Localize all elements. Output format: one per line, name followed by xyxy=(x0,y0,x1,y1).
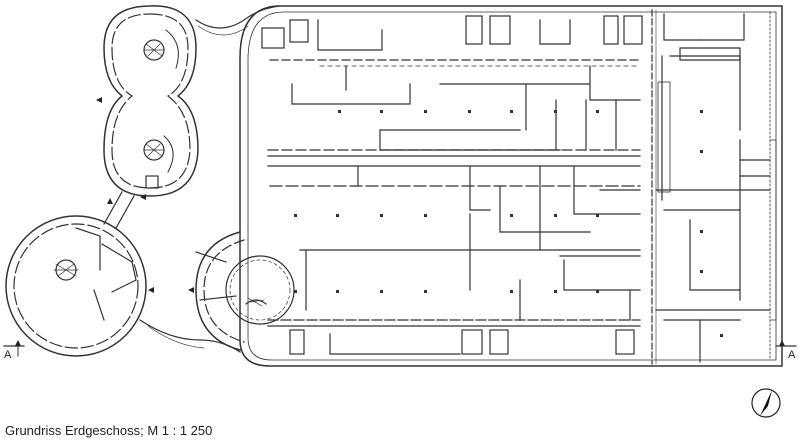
north-arrow-icon xyxy=(751,388,781,418)
drawing-caption: Grundriss Erdgeschoss; M 1 : 1 250 xyxy=(5,423,213,438)
column-grid xyxy=(294,110,723,337)
north-pavilion xyxy=(103,5,281,229)
west-pavilion xyxy=(5,215,241,357)
right-column xyxy=(655,55,777,363)
upper-block xyxy=(267,65,641,157)
section-label-left: A xyxy=(4,349,12,361)
attached-rotunda xyxy=(195,231,295,351)
lower-block xyxy=(267,319,741,355)
middle-block xyxy=(267,165,641,321)
section-line-a xyxy=(3,340,797,357)
entrance-markers xyxy=(96,97,194,293)
top-rooms xyxy=(261,13,745,61)
section-label-right: A xyxy=(788,349,796,361)
